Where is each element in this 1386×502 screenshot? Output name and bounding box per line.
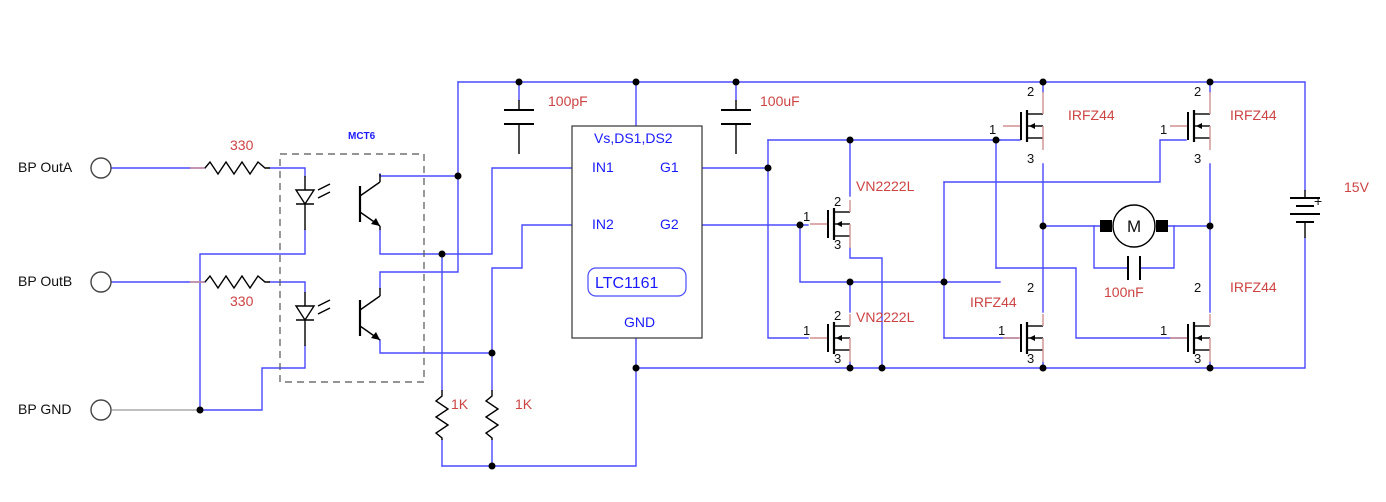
mosfet-irfz44-2-pin1: 1 xyxy=(1160,122,1167,137)
terminal-gnd[interactable] xyxy=(90,399,112,421)
opto-led-2 xyxy=(294,292,331,346)
mosfet-irfz44-4-label: IRFZ44 xyxy=(1230,279,1277,295)
mosfet-irfz44-1-pin2: 2 xyxy=(1027,84,1034,99)
mosfet-vn2222-2-pin2: 2 xyxy=(834,308,841,323)
mosfet-irfz44-3-pin1: 1 xyxy=(998,323,1005,338)
label-outa: BP OutA xyxy=(18,159,73,175)
resistor-r4 xyxy=(484,390,500,440)
driver-name: LTC1161 xyxy=(595,275,659,292)
driver-in1: IN1 xyxy=(592,159,614,175)
resistor-r2-value: 330 xyxy=(230,293,254,309)
mosfet-vn2222-1-pin2: 2 xyxy=(834,194,841,209)
optocoupler-label: MCT6 xyxy=(348,131,376,142)
mosfet-irfz44-3 xyxy=(1001,312,1045,364)
capacitor-c1-value: 100pF xyxy=(548,93,588,109)
motor xyxy=(1100,204,1168,248)
opto-transistor-2 xyxy=(358,288,381,341)
resistor-r2 xyxy=(190,274,270,290)
driver-g1: G1 xyxy=(660,159,679,175)
driver-gnd: GND xyxy=(624,314,655,330)
mosfet-irfz44-2-pin2: 2 xyxy=(1194,84,1201,99)
battery-15v xyxy=(1290,190,1320,238)
mosfet-vn2222-1-pin1: 1 xyxy=(803,209,810,224)
mosfet-irfz44-1-pin1: 1 xyxy=(989,122,996,137)
terminal-outa[interactable] xyxy=(90,157,112,179)
mosfet-irfz44-2 xyxy=(1168,92,1212,152)
driver-in2: IN2 xyxy=(592,216,614,232)
battery-voltage: 15V xyxy=(1344,179,1370,195)
optocoupler-box xyxy=(279,153,425,383)
mosfet-irfz44-1-label: IRFZ44 xyxy=(1068,107,1115,123)
driver-g2: G2 xyxy=(660,216,679,232)
battery-plus: + xyxy=(1314,193,1322,209)
capacitor-c1 xyxy=(504,100,534,154)
mosfet-irfz44-4 xyxy=(1168,312,1212,364)
label-outb: BP OutB xyxy=(18,273,72,289)
mosfet-vn2222-2 xyxy=(808,312,852,364)
mosfet-irfz44-1 xyxy=(1001,92,1045,152)
supply-rail-top xyxy=(457,81,1306,191)
mosfet-vn2222-2-pin3: 3 xyxy=(834,351,841,366)
mosfet-irfz44-3-label: IRFZ44 xyxy=(970,294,1017,310)
mosfet-irfz44-3-pin2: 2 xyxy=(1027,280,1034,295)
junction-dots xyxy=(196,78,1214,470)
resistor-r1-value: 330 xyxy=(230,137,254,153)
resistor-r3 xyxy=(434,390,450,440)
mosfet-irfz44-4-pin2: 2 xyxy=(1194,280,1201,295)
mosfet-irfz44-2-pin3: 3 xyxy=(1194,151,1201,166)
terminal-outb[interactable] xyxy=(90,271,112,293)
driver-ic-body xyxy=(571,125,703,339)
mosfet-vn2222-1 xyxy=(808,198,852,250)
mosfet-vn2222-2-pin1: 1 xyxy=(803,323,810,338)
capacitor-c2 xyxy=(721,100,751,154)
mosfet-irfz44-4-pin3: 3 xyxy=(1194,351,1201,366)
resistor-r1 xyxy=(190,160,270,176)
capacitor-c3 xyxy=(1127,256,1141,280)
opto-transistor-1 xyxy=(358,174,381,230)
mosfet-vn2222-1-pin3: 3 xyxy=(834,237,841,252)
label-gnd: BP GND xyxy=(18,401,71,417)
ground-rail xyxy=(441,337,637,467)
driver-supply-pins: Vs,DS1,DS2 xyxy=(594,130,673,146)
mosfet-irfz44-1-pin3: 3 xyxy=(1027,151,1034,166)
opto-led-1 xyxy=(294,176,331,230)
driver-name-box xyxy=(587,267,687,297)
capacitor-c2-value: 100uF xyxy=(760,93,800,109)
resistor-r3-value: 1K xyxy=(451,396,469,412)
mosfet-vn2222-2-label: VN2222L xyxy=(856,309,915,325)
mosfet-irfz44-2-label: IRFZ44 xyxy=(1230,107,1277,123)
mosfet-irfz44-3-pin3: 3 xyxy=(1027,351,1034,366)
capacitor-c3-value: 100nF xyxy=(1104,284,1144,300)
mosfet-vn2222-1-label: VN2222L xyxy=(856,178,915,194)
mosfet-irfz44-4-pin1: 1 xyxy=(1160,323,1167,338)
resistor-r4-value: 1K xyxy=(515,396,533,412)
motor-label: M xyxy=(1127,217,1141,236)
